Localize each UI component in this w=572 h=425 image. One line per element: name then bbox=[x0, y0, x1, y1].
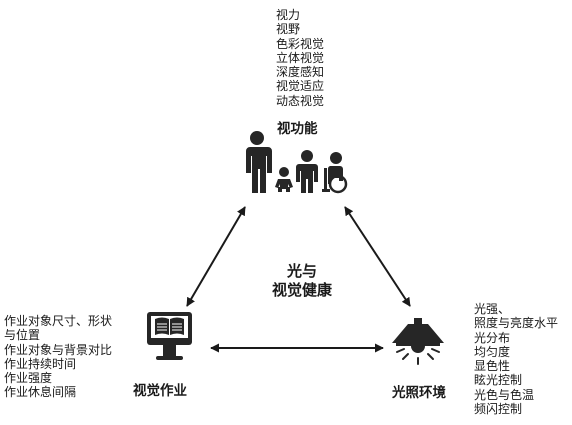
factor-item: 照度与亮度水平 bbox=[474, 316, 559, 331]
factor-item: 作业对象尺寸、形状 bbox=[4, 314, 113, 328]
family-people-icon bbox=[246, 131, 348, 194]
factor-item: 作业对象与背景对比 bbox=[4, 342, 113, 357]
center-title-line1: 光与 bbox=[286, 262, 317, 280]
visual-function-title: 视功能 bbox=[277, 121, 318, 137]
factor-item: 立体视觉 bbox=[276, 50, 325, 65]
factor-item: 视力 bbox=[276, 8, 301, 22]
factor-item: 作业持续时间 bbox=[4, 356, 77, 371]
factor-item: 眩光控制 bbox=[474, 373, 523, 388]
light-environment-factors: 光强、 照度与亮度水平 光分布 均匀度 显色性 眩光控制 光色与色温 频闪控制 bbox=[474, 302, 558, 416]
visual-function-factors: 视力 视野 色彩视觉 立体视觉 深度感知 视觉适应 动态视觉 bbox=[276, 8, 324, 108]
light-environment-title: 光照环境 bbox=[392, 385, 446, 401]
factor-item: 光分布 bbox=[474, 330, 511, 345]
ceiling-lamp-icon bbox=[392, 318, 444, 365]
factor-item: 深度感知 bbox=[276, 65, 325, 80]
monitor-book-icon bbox=[147, 312, 192, 360]
visual-task-title: 视觉作业 bbox=[133, 383, 187, 399]
factor-item: 与位置 bbox=[4, 328, 41, 343]
factor-item: 均匀度 bbox=[474, 344, 511, 359]
visual-task-factors: 作业对象尺寸、形状 与位置 作业对象与背景对比 作业持续时间 作业强度 作业休息… bbox=[4, 314, 112, 400]
arrow-function-task bbox=[186, 206, 246, 307]
center-title-line2: 视觉健康 bbox=[271, 281, 332, 299]
factor-item: 动态视觉 bbox=[276, 93, 325, 108]
factor-item: 作业休息间隔 bbox=[4, 385, 77, 400]
factor-item: 视觉适应 bbox=[276, 79, 325, 94]
factor-item: 色彩视觉 bbox=[276, 36, 325, 51]
arrow-function-environment bbox=[344, 206, 411, 307]
factor-item: 视野 bbox=[276, 22, 301, 37]
factor-item: 显色性 bbox=[474, 359, 511, 374]
factor-item: 频闪控制 bbox=[474, 402, 523, 417]
factor-item: 光色与色温 bbox=[474, 387, 535, 402]
center-title: 光与 视觉健康 bbox=[262, 262, 342, 300]
factor-item: 光强、 bbox=[474, 302, 511, 316]
factor-item: 作业强度 bbox=[4, 371, 53, 386]
